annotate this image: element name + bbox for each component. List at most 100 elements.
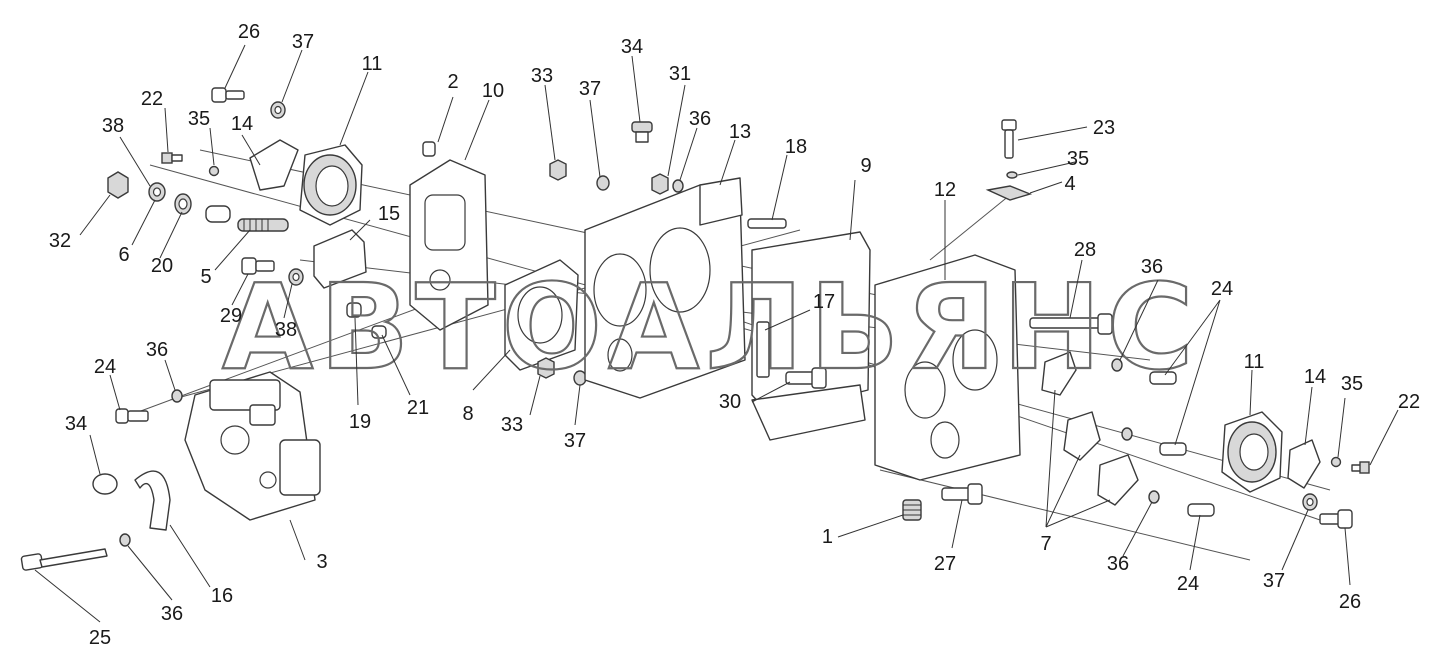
bolt-27 [941, 483, 983, 505]
bolt-24-r3 [1187, 503, 1215, 517]
washer-36-left [171, 389, 183, 403]
bolt-26-right [1319, 509, 1353, 529]
gasket-8 [504, 259, 579, 371]
plug-1 [902, 499, 922, 521]
callout-11-right: 11 [1244, 351, 1265, 373]
stud-18 [747, 218, 787, 229]
callout-37-upper: 37 [579, 78, 601, 100]
nut-33-lower [537, 357, 555, 379]
callout-34-upper: 34 [621, 36, 643, 58]
washer-35-left [208, 165, 220, 177]
watermark-text: АВТОАЛЬЯНС [222, 258, 1200, 396]
housing-10 [409, 141, 489, 331]
callout-19: 19 [349, 411, 371, 433]
callout-4: 4 [1064, 173, 1075, 195]
bushing-19 [205, 205, 231, 223]
housing-12 [874, 254, 1021, 481]
callout-labels: 1 2 3 4 5 6 7 8 9 10 11 11 12 13 14 14 1… [49, 21, 1420, 649]
callout-35-left: 35 [188, 108, 210, 130]
bolt-29 [241, 257, 275, 275]
clamp-16 [134, 470, 171, 531]
bolt-23 [1001, 119, 1017, 159]
callout-36-bottom-left: 36 [161, 603, 183, 625]
callout-33-lower: 33 [501, 414, 523, 436]
callout-6: 6 [118, 244, 129, 266]
callout-5: 5 [200, 266, 211, 288]
callout-36-bottom-right: 36 [1107, 553, 1129, 575]
callout-25: 25 [89, 627, 111, 649]
callout-7: 7 [1040, 533, 1051, 555]
plate-17 [756, 321, 770, 378]
gasket-15 [313, 229, 367, 289]
callout-11-left: 11 [362, 53, 383, 75]
callout-22-right: 22 [1398, 391, 1420, 413]
callout-37-lower: 37 [564, 430, 586, 452]
washer-37-upper [596, 175, 610, 191]
callout-36-left: 36 [146, 339, 168, 361]
washer-35-right [1330, 456, 1342, 468]
callout-33-upper: 33 [531, 65, 553, 87]
callout-23: 23 [1093, 117, 1115, 139]
callout-35-top: 35 [1067, 148, 1089, 170]
washer-36-bottom [119, 533, 131, 547]
callout-24-a: 24 [1211, 278, 1233, 300]
callout-24-b: 24 [1177, 573, 1199, 595]
callout-1: 1 [822, 526, 833, 548]
washer-37-right [1302, 493, 1318, 511]
callout-38-lower: 38 [275, 319, 297, 341]
callout-37-left: 37 [292, 31, 314, 53]
callout-26-right: 26 [1339, 591, 1361, 613]
bolt-30 [785, 367, 827, 389]
callout-24-c: 24 [94, 356, 116, 378]
callout-22-left: 22 [141, 88, 163, 110]
bolt-24-r1 [1149, 371, 1177, 385]
washer-36-r2 [1121, 427, 1133, 441]
callout-34-left: 34 [65, 413, 87, 435]
cover-14-left [249, 139, 299, 191]
callout-17: 17 [813, 291, 835, 313]
callout-14-left: 14 [231, 113, 253, 135]
callout-9: 9 [860, 155, 871, 177]
washer-37-left [270, 101, 286, 119]
bolt-28 [1029, 313, 1113, 335]
bearing-cap-11-right [1221, 411, 1283, 493]
callout-27: 27 [934, 553, 956, 575]
callout-13: 13 [729, 121, 751, 143]
callout-36-upper: 36 [689, 108, 711, 130]
gasket-9 [751, 231, 871, 441]
bolt-24-r2 [1159, 442, 1187, 456]
cover-14-right [1287, 439, 1321, 489]
leader-lines [34, 44, 1399, 623]
nut-31 [651, 173, 669, 195]
callout-14-right: 14 [1304, 366, 1326, 388]
main-housing-13 [584, 177, 746, 399]
callout-36-right: 36 [1141, 256, 1163, 278]
callout-18: 18 [785, 136, 807, 158]
washer-38 [288, 268, 304, 286]
callout-29: 29 [220, 305, 242, 327]
callout-38-upper: 38 [102, 115, 124, 137]
plug-34-upper [631, 121, 653, 143]
bracket-4 [985, 185, 1033, 201]
callout-28: 28 [1074, 239, 1096, 261]
washer-36-r3 [1148, 490, 1160, 504]
bearing-cap-11-left [299, 144, 363, 226]
nut-32 [107, 171, 129, 199]
bolt-26-left [211, 87, 245, 103]
plug-34-left [92, 473, 118, 495]
callout-15: 15 [378, 203, 400, 225]
callout-35-right: 35 [1341, 373, 1363, 395]
washer-36-r1 [1111, 358, 1123, 372]
callout-8: 8 [462, 403, 473, 425]
washer-36-upper [672, 179, 684, 193]
callout-37-right: 37 [1263, 570, 1285, 592]
washer-6 [148, 182, 166, 202]
bolt-22-left [161, 152, 183, 164]
callout-31: 31 [669, 63, 691, 85]
callout-32: 32 [49, 230, 71, 252]
bolt-24-left [115, 408, 149, 424]
callout-21: 21 [407, 397, 429, 419]
seal-20 [174, 193, 192, 215]
pump-3 [184, 371, 321, 521]
callout-30: 30 [719, 391, 741, 413]
